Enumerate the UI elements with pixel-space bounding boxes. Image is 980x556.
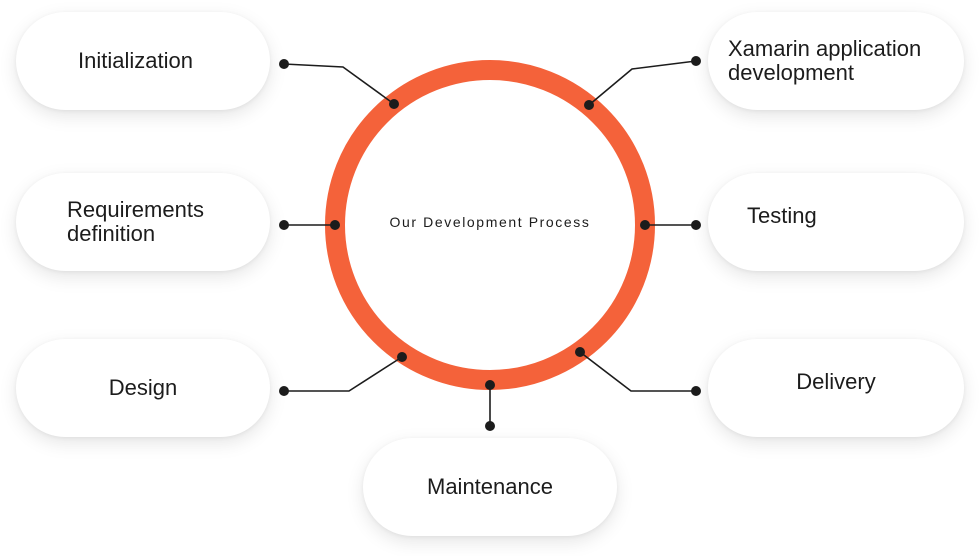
step-delivery: Delivery	[708, 339, 964, 437]
step-testing: Testing	[708, 173, 964, 271]
ring-dot-delivery	[575, 347, 585, 357]
connector-xamarin	[588, 60, 697, 106]
step-label-delivery: Delivery	[796, 369, 876, 394]
ring-dot-requirements	[330, 220, 340, 230]
step-design: Design	[16, 339, 270, 437]
step-requirements-definition: Requirements definition	[16, 173, 270, 271]
connector-dot-maintenance	[485, 421, 495, 431]
ring-dot-xamarin	[584, 100, 594, 110]
connector-initialization	[283, 63, 395, 105]
step-label-design: Design	[108, 375, 178, 400]
connector-delivery	[579, 351, 696, 392]
step-maintenance: Maintenance	[363, 438, 617, 536]
ring-dot-maintenance	[485, 380, 495, 390]
connector-dot-delivery	[691, 386, 701, 396]
connector-design	[284, 356, 403, 392]
connector-dot-xamarin	[691, 56, 701, 66]
step-xamarin-development: Xamarin application development	[708, 12, 964, 110]
ring-dot-initialization	[389, 99, 399, 109]
step-label-requirements: Requirements definition	[67, 197, 204, 246]
ring-dot-testing	[640, 220, 650, 230]
connector-dot-testing	[691, 220, 701, 230]
step-label-testing: Testing	[747, 203, 817, 228]
step-initialization: Initialization	[16, 12, 270, 110]
step-label-xamarin: Xamarin application development	[728, 36, 922, 85]
ring-dot-design	[397, 352, 407, 362]
step-label-initialization: Initialization	[78, 48, 193, 73]
step-label-maintenance: Maintenance	[427, 474, 553, 499]
diagram-title: Our Development Process	[389, 214, 591, 230]
connector-dot-initialization	[279, 59, 289, 69]
connector-dot-design	[279, 386, 289, 396]
connector-dot-requirements	[279, 220, 289, 230]
